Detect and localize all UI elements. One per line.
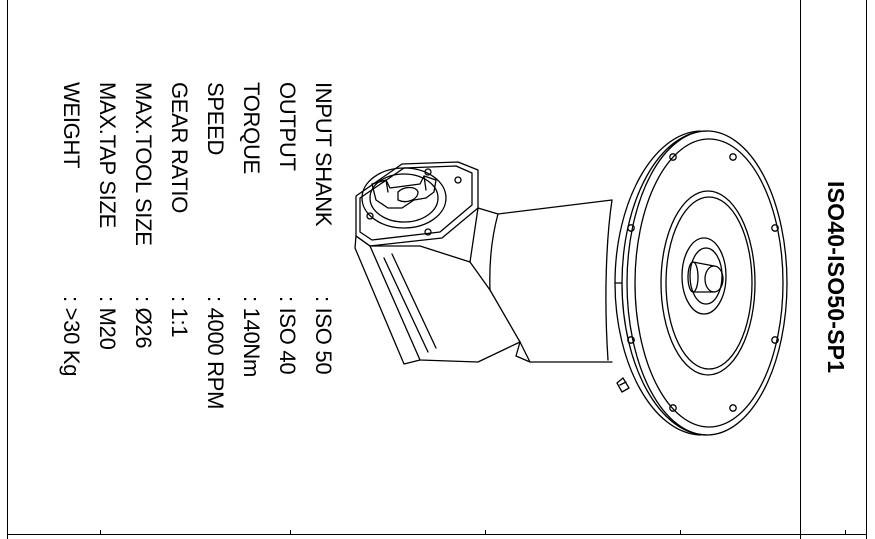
frame-tick <box>100 530 101 535</box>
flange-bolt-holes <box>627 153 779 412</box>
frame-tick <box>845 530 846 535</box>
gearbox-body <box>477 199 613 363</box>
frame-right-border <box>866 0 867 539</box>
flange-inner-ring <box>660 190 756 376</box>
frame-tick <box>485 530 486 535</box>
flange-tab <box>616 377 630 393</box>
frame-tick <box>290 530 291 535</box>
drive-shaft <box>681 237 727 315</box>
frame-title-divider <box>800 0 801 539</box>
frame-tick <box>680 530 681 535</box>
frame-bottom-border <box>7 534 866 535</box>
flange-plate <box>614 130 788 436</box>
angle-housing <box>354 207 521 365</box>
tool-flange <box>355 161 479 247</box>
frame-left-border <box>7 0 8 539</box>
shank-drive-key <box>371 175 437 209</box>
